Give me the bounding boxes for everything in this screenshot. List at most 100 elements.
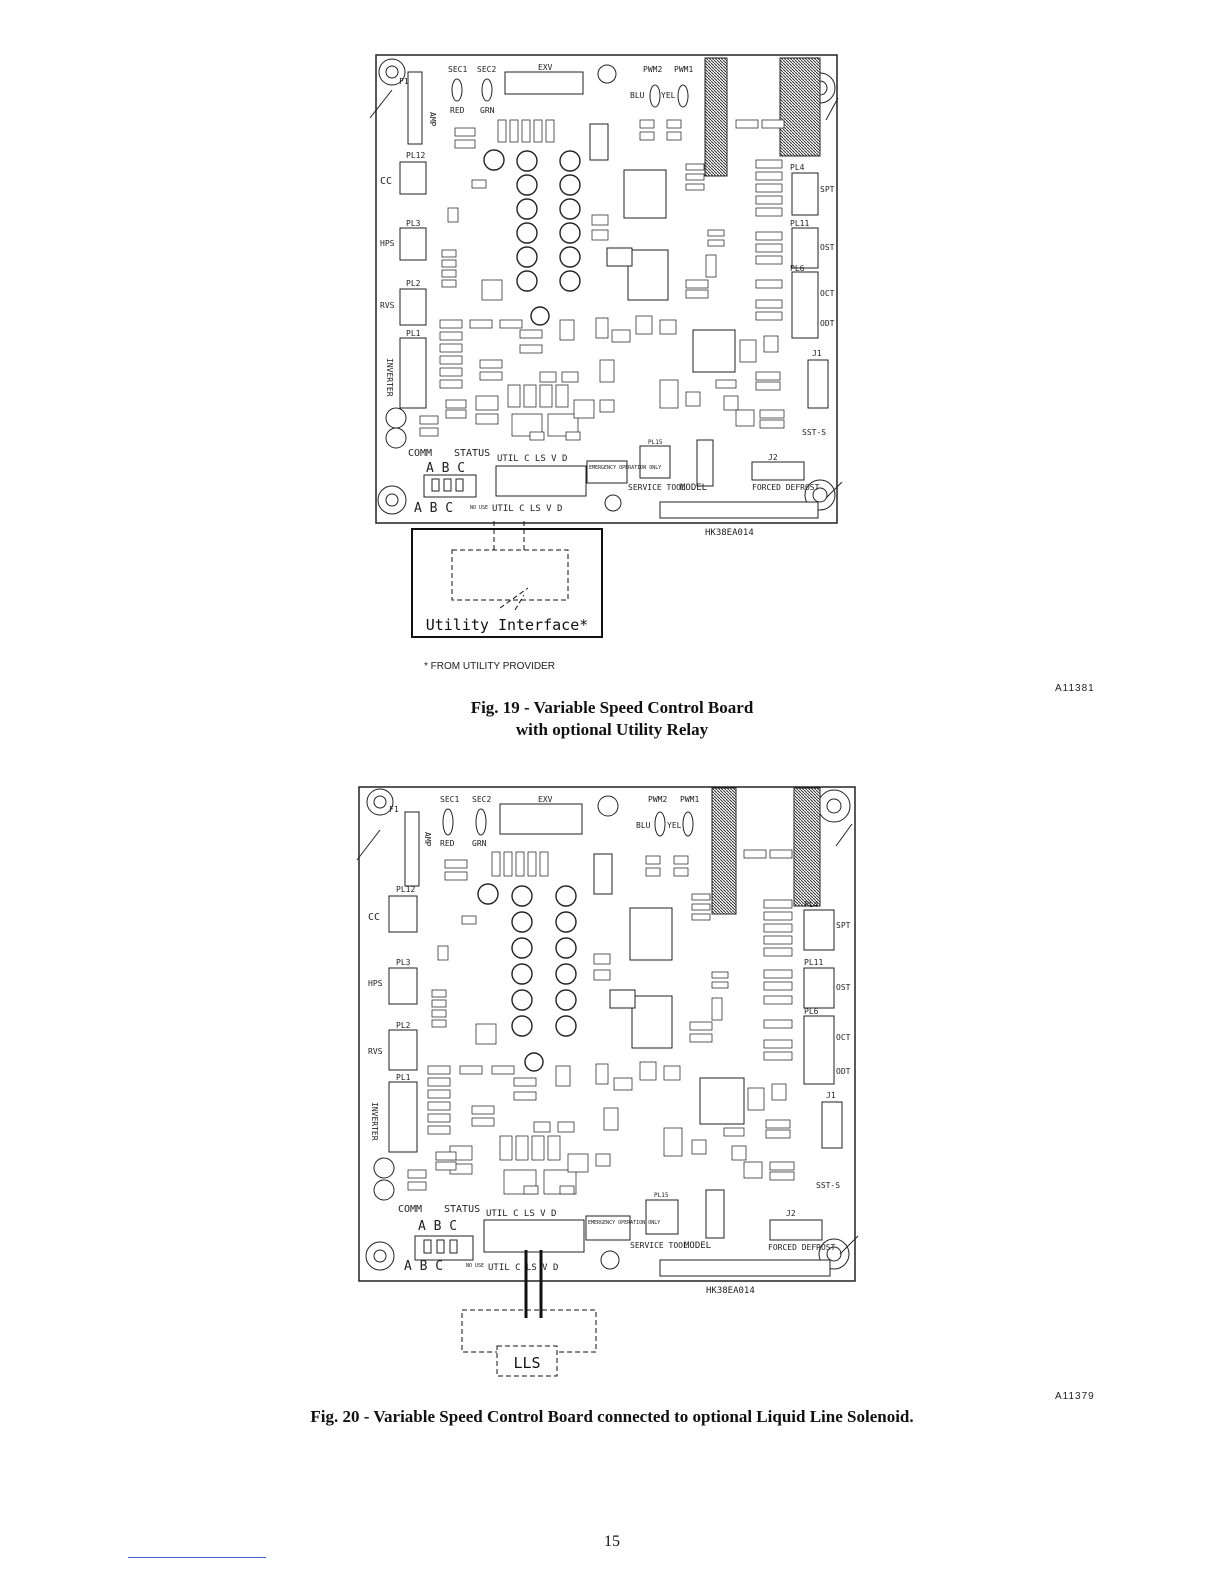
label-j2: J2 bbox=[786, 1209, 796, 1218]
label-f1: F1 bbox=[389, 805, 399, 814]
label-part-number: HK38EA014 bbox=[706, 1286, 755, 1296]
label-pwm1: PWM1 bbox=[680, 795, 699, 804]
label-exv: EXV bbox=[538, 795, 553, 804]
label-sec1: SEC1 bbox=[440, 795, 459, 804]
label-cc: CC bbox=[380, 176, 392, 187]
mounting-holes bbox=[365, 788, 851, 1271]
footer-rule bbox=[128, 1557, 266, 1558]
label-pl6: PL6 bbox=[790, 264, 805, 273]
label-status: STATUS bbox=[444, 1204, 480, 1215]
label-forced-defrost: FORCED DEFROST bbox=[768, 1243, 836, 1252]
label-comm: COMM bbox=[398, 1204, 422, 1215]
label-inverter: INVERTER bbox=[385, 358, 394, 397]
label-hps: HPS bbox=[368, 979, 383, 988]
label-blu: BLU bbox=[630, 91, 645, 100]
figure-20-board: F1 SEC1 SEC2 EXV PWM2 PWM1 BLU YEL RED G… bbox=[0, 760, 1224, 1400]
label-pl4: PL4 bbox=[804, 900, 819, 909]
label-nouse: NO USE bbox=[466, 1263, 484, 1269]
label-spt: SPT bbox=[836, 921, 851, 930]
label-red: RED bbox=[450, 106, 465, 115]
figure-19-board-drawing: F1 SEC1 SEC2 EXV PWM2 PWM1 BLU YEL RED G… bbox=[369, 54, 843, 638]
figure-20-board-drawing: F1 SEC1 SEC2 EXV PWM2 PWM1 BLU YEL RED G… bbox=[356, 786, 859, 1377]
label-grn: GRN bbox=[480, 106, 495, 115]
label-comm: COMM bbox=[408, 448, 432, 459]
label-hps: HPS bbox=[380, 239, 395, 248]
label-pl3: PL3 bbox=[396, 958, 411, 967]
label-forced-defrost: FORCED DEFROST bbox=[752, 483, 820, 492]
label-cc: CC bbox=[368, 912, 380, 923]
label-rvs: RVS bbox=[368, 1047, 383, 1056]
label-pl15: PL15 bbox=[654, 1192, 669, 1199]
label-part-number: HK38EA014 bbox=[705, 528, 754, 538]
label-j2: J2 bbox=[768, 453, 778, 462]
utility-interface-wiring bbox=[451, 521, 569, 611]
figure-19-caption: Fig. 19 - Variable Speed Control Board w… bbox=[0, 697, 1224, 741]
utility-interface-label: Utility Interface* bbox=[426, 616, 589, 634]
label-pl15: PL15 bbox=[648, 439, 663, 446]
label-nouse: NO USE bbox=[470, 505, 488, 511]
label-pl11: PL11 bbox=[804, 958, 823, 967]
lls-wiring bbox=[461, 1250, 597, 1377]
label-util-bottom: UTIL C LS V D bbox=[488, 1263, 558, 1273]
label-blu: BLU bbox=[636, 821, 651, 830]
figure-19-board: F1 SEC1 SEC2 EXV PWM2 PWM1 BLU YEL RED G… bbox=[0, 0, 1224, 720]
label-emergency: EMERGENCY OPERATION ONLY bbox=[589, 465, 661, 471]
label-j1: J1 bbox=[826, 1091, 836, 1100]
label-status: STATUS bbox=[454, 448, 490, 459]
label-abc-top: A B C bbox=[418, 1219, 457, 1234]
label-inverter: INVERTER bbox=[370, 1102, 379, 1141]
label-oct: OCT bbox=[836, 1033, 851, 1042]
page-number: 15 bbox=[604, 1533, 620, 1550]
label-model: MODEL bbox=[684, 1241, 711, 1251]
label-oct: OCT bbox=[820, 289, 835, 298]
label-pl4: PL4 bbox=[790, 163, 805, 172]
figure-19-code: A11381 bbox=[1055, 683, 1095, 694]
label-emergency: EMERGENCY OPERATION ONLY bbox=[588, 1220, 660, 1226]
label-sec2: SEC2 bbox=[472, 795, 491, 804]
label-ost: OST bbox=[836, 983, 851, 992]
label-amp: AMP bbox=[423, 832, 432, 847]
label-amp: AMP bbox=[428, 112, 437, 127]
figure-19-footnote: * FROM UTILITY PROVIDER bbox=[424, 661, 555, 672]
label-pwm2: PWM2 bbox=[643, 65, 662, 74]
label-pl12: PL12 bbox=[406, 151, 425, 160]
label-pl3: PL3 bbox=[406, 219, 421, 228]
label-pl2: PL2 bbox=[396, 1021, 411, 1030]
utility-interface-box bbox=[411, 528, 603, 638]
label-pwm1: PWM1 bbox=[674, 65, 693, 74]
figure-20-caption: Fig. 20 - Variable Speed Control Board c… bbox=[310, 1407, 914, 1426]
label-j1: J1 bbox=[812, 349, 822, 358]
label-rvs: RVS bbox=[380, 301, 395, 310]
label-util-top: UTIL C LS V D bbox=[497, 454, 567, 464]
label-pl11: PL11 bbox=[790, 219, 809, 228]
label-pl6: PL6 bbox=[804, 1007, 819, 1016]
label-yel: YEL bbox=[661, 91, 676, 100]
label-sec2: SEC2 bbox=[477, 65, 496, 74]
label-abc-bottom: A B C bbox=[404, 1259, 443, 1274]
label-pl12: PL12 bbox=[396, 885, 415, 894]
label-sec1: SEC1 bbox=[448, 65, 467, 74]
label-sst: SST-S bbox=[816, 1181, 840, 1190]
label-pl1: PL1 bbox=[396, 1073, 411, 1082]
label-pwm2: PWM2 bbox=[648, 795, 667, 804]
label-spt: SPT bbox=[820, 185, 835, 194]
label-exv: EXV bbox=[538, 63, 553, 72]
lls-label: LLS bbox=[513, 1354, 540, 1372]
label-pl1: PL1 bbox=[406, 329, 421, 338]
figure-19-caption-line2: with optional Utility Relay bbox=[515, 720, 709, 739]
label-ost: OST bbox=[820, 243, 835, 252]
label-f1: F1 bbox=[399, 77, 409, 86]
label-red: RED bbox=[440, 839, 455, 848]
label-odt: ODT bbox=[820, 319, 835, 328]
label-abc-top: A B C bbox=[426, 461, 465, 476]
label-util-top: UTIL C LS V D bbox=[486, 1209, 556, 1219]
figure-19-caption-line1: Fig. 19 - Variable Speed Control Board bbox=[470, 698, 754, 717]
label-pl2: PL2 bbox=[406, 279, 421, 288]
label-odt: ODT bbox=[836, 1067, 851, 1076]
label-yel: YEL bbox=[667, 821, 682, 830]
label-service-tool: SERVICE TOOL bbox=[628, 483, 686, 492]
label-abc-bottom: A B C bbox=[414, 501, 453, 516]
label-util-bottom: UTIL C LS V D bbox=[492, 504, 562, 514]
figure-20-code: A11379 bbox=[1055, 1391, 1095, 1402]
label-model: MODEL bbox=[680, 483, 707, 493]
